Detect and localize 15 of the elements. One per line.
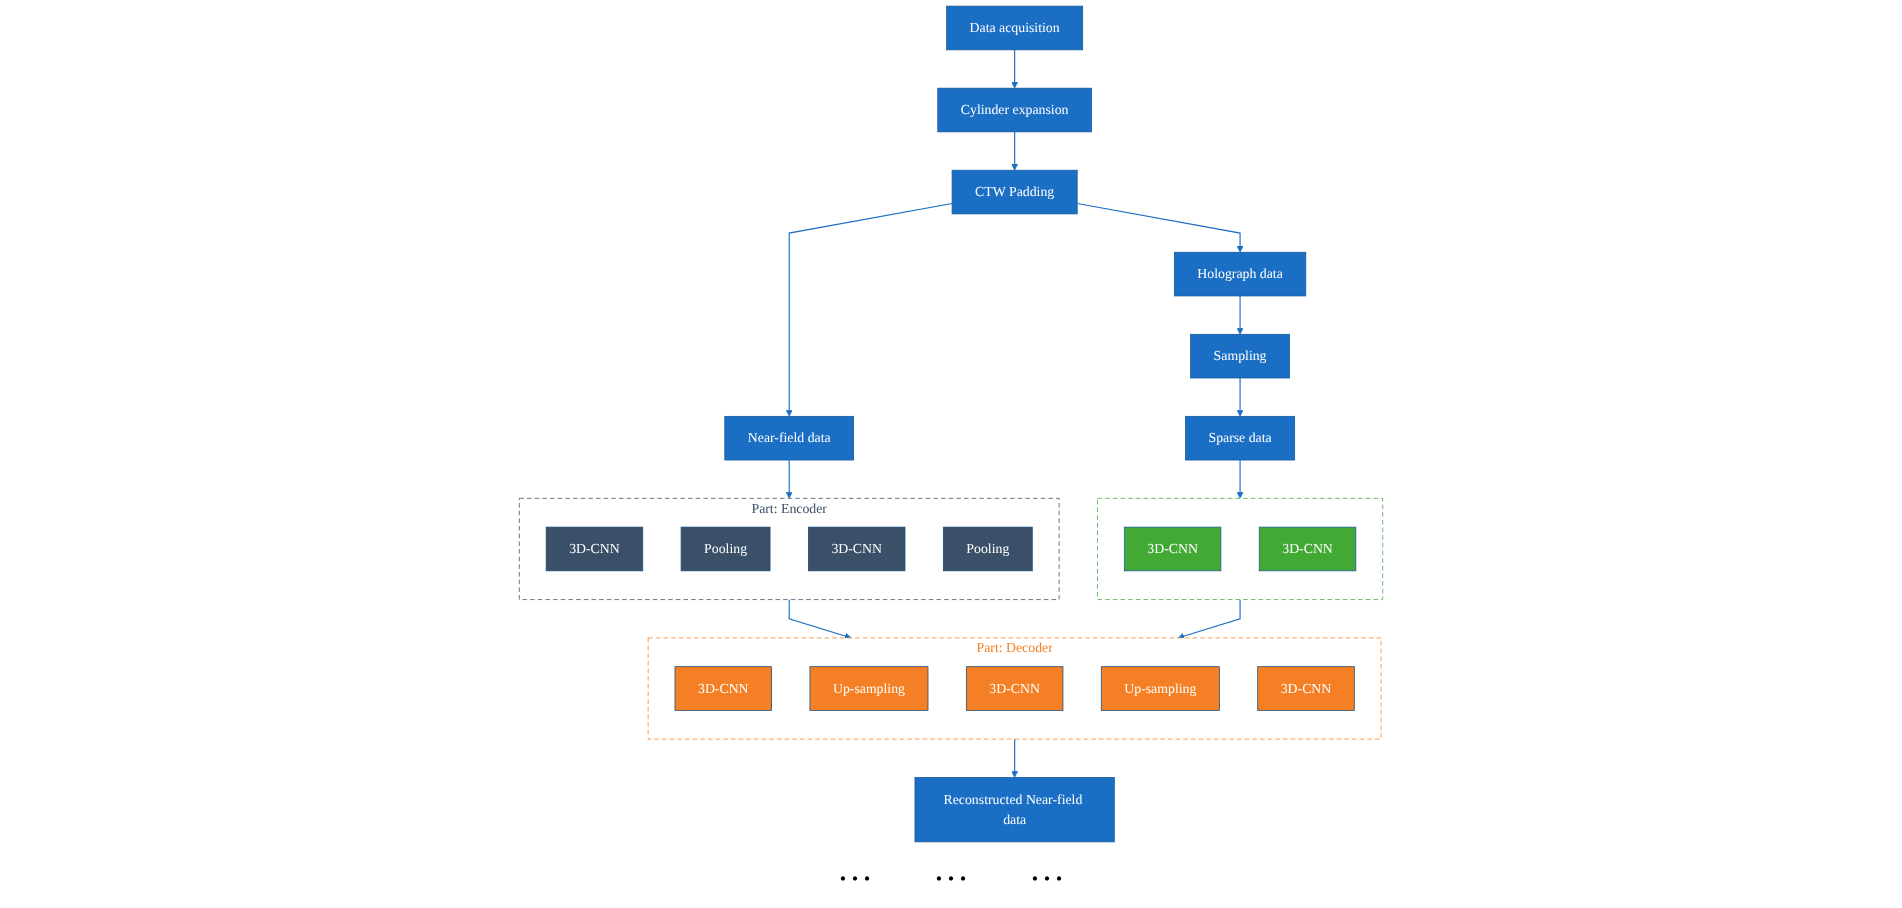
arrow — [1236, 295, 1244, 335]
arrow — [785, 459, 793, 499]
arrow — [785, 202, 953, 417]
arrow — [1011, 738, 1018, 778]
ellipsis-label: … — [837, 848, 873, 892]
arrow — [788, 599, 852, 640]
arrow — [1236, 377, 1244, 417]
ellipsis-label: … — [1029, 848, 1065, 892]
arrow — [1177, 599, 1241, 640]
arrow — [1236, 459, 1244, 499]
cluster — [1097, 498, 1384, 600]
arrow — [1076, 202, 1244, 253]
arrow — [1011, 49, 1018, 89]
ellipsis-label: … — [933, 848, 969, 892]
arrow — [1011, 131, 1018, 171]
